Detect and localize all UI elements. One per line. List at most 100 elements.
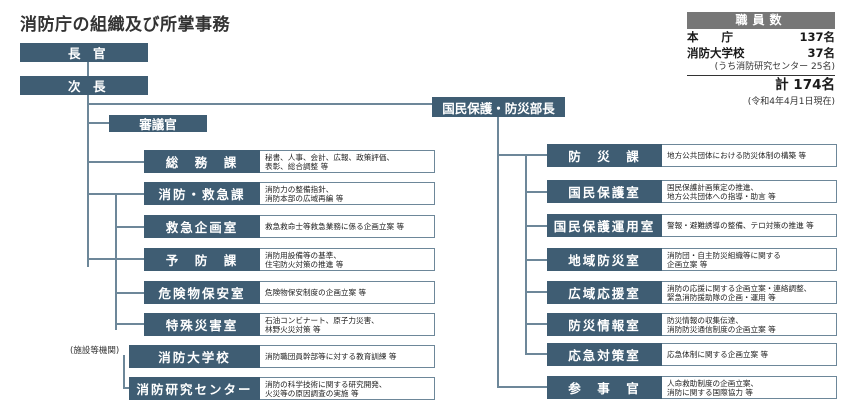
staff-as-of: (令和4年4月1日現在) (747, 97, 835, 107)
org-unit: 消防・救急課消防力の整備指針、消防本部の広域再編 等 (144, 182, 435, 205)
org-unit-name: 予 防 課 (144, 248, 260, 271)
org-unit: 地域防災室消防団・自主防災組織等に関する企画立案 等 (547, 248, 837, 271)
description-line: 消防職団員幹部等に対する教育訓練 等 (265, 352, 397, 361)
org-unit-name: 防災情報室 (547, 313, 662, 336)
connector-line (125, 387, 129, 389)
description-line: 緊急消防援助隊の企画・運用 等 (667, 292, 776, 302)
staff-row-honcho: 本 庁 137名 (687, 29, 835, 45)
counselor-label: 審議官 (139, 117, 177, 132)
org-unit-name: 参 事 官 (547, 376, 662, 399)
org-unit-name: 地域防災室 (547, 248, 662, 271)
org-unit-name: 消防・救急課 (144, 182, 260, 205)
org-unit: 危険物保安室危険物保安制度の企画立案 等 (144, 281, 435, 304)
org-unit-description: 人命救助制度の企画立案、消防に関する国際協力 等 (662, 376, 837, 399)
org-unit-description: 消防職団員幹部等に対する教育訓練 等 (260, 345, 435, 368)
description-line: 地方公共団体における防災体制の構築 等 (667, 151, 807, 160)
description-line: 消防の科学技術に関する研究開発、 (265, 379, 387, 389)
connector-line (527, 225, 547, 227)
connector-line (117, 292, 144, 294)
org-unit-description: 消防用設備等の基準、住宅防火対策の推進 等 (260, 248, 435, 271)
connector-line (527, 353, 547, 355)
staff-row-college: 消防大学校 37名 (687, 45, 835, 61)
description-line: 林野火災対策 等 (265, 324, 321, 334)
org-unit: 防災情報室防災情報の収集伝達、消防防災通信制度の企画立案 等 (547, 313, 837, 336)
org-unit-description: 秘書、人事、会計、広報、政策評価、表彰、総合調整 等 (260, 150, 435, 173)
org-unit-name: 危険物保安室 (144, 281, 260, 304)
counselor-box: 審議官 (109, 115, 207, 132)
description-line: 消防防災通信制度の企画立案 等 (667, 324, 776, 334)
staff-total: 計 174名 (775, 77, 835, 93)
org-unit: 国民保護運用室警報・避難誘導の整備、テロ対策の推進 等 (547, 214, 837, 237)
org-unit: 消防大学校消防職団員幹部等に対する教育訓練 等 (129, 345, 435, 368)
org-unit-name: 国民保護運用室 (547, 214, 662, 237)
deputy-chief-box: 次 長 (20, 76, 148, 95)
org-unit-description: 消防力の整備指針、消防本部の広域再編 等 (260, 182, 435, 205)
staff-row-value: 137名 (799, 30, 835, 44)
org-unit-name: 広域応援室 (547, 281, 662, 304)
description-line: 秘書、人事、会計、広報、政策評価、 (265, 152, 395, 162)
staff-row-label: 本 庁 (687, 30, 733, 44)
connector-line (497, 117, 499, 388)
connector-line (87, 43, 89, 267)
connector-line (527, 191, 547, 193)
description-line: 防災情報の収集伝達、 (667, 315, 743, 325)
description-line: 石油コンビナート、原子力災害、 (265, 315, 379, 325)
connector-line (527, 291, 547, 293)
org-unit-description: 救急救命士等救急業務に係る企画立案 等 (260, 215, 435, 238)
description-line: 救急救命士等救急業務に係る企画立案 等 (265, 222, 405, 231)
staff-divider (687, 75, 835, 76)
org-unit-name: 応急対策室 (547, 343, 662, 366)
org-unit: 総 務 課秘書、人事、会計、広報、政策評価、表彰、総合調整 等 (144, 150, 435, 173)
description-line: 表彰、総合調整 等 (265, 161, 329, 171)
page-title: 消防庁の組織及び所掌事務 (20, 15, 230, 35)
connector-line (117, 323, 144, 325)
org-unit-name: 防 災 課 (547, 144, 662, 167)
org-unit-name: 救急企画室 (144, 215, 260, 238)
org-unit-description: 警報・避難誘導の整備、テロ対策の推進 等 (662, 214, 837, 237)
org-unit-description: 国民保護計画策定の推進、地方公共団体への指導・助言 等 (662, 180, 837, 203)
connector-line (89, 161, 144, 163)
org-unit: 国民保護室国民保護計画策定の推進、地方公共団体への指導・助言 等 (547, 180, 837, 203)
connector-line (527, 259, 547, 261)
description-line: 危険物保安制度の企画立案 等 (265, 288, 367, 297)
staff-row-label: 消防大学校 (687, 46, 745, 60)
deputy-chief-label: 次 長 (68, 79, 106, 94)
connector-line (527, 323, 547, 325)
description-line: 消防に関する国際協力 等 (667, 387, 753, 397)
connector-line (117, 226, 144, 228)
connector-line (89, 122, 109, 124)
org-unit: 救急企画室救急救命士等救急業務に係る企画立案 等 (144, 215, 435, 238)
connector-line (525, 156, 527, 355)
description-line: 企画立案 等 (667, 259, 708, 269)
org-unit-description: 危険物保安制度の企画立案 等 (260, 281, 435, 304)
description-line: 応急体制に関する企画立案 等 (667, 350, 769, 359)
org-unit-name: 特殊災害室 (144, 313, 260, 336)
org-unit: 広域応援室消防の応援に関する企画立案・連絡調整、緊急消防援助隊の企画・運用 等 (547, 281, 837, 304)
description-line: 住宅防火対策の推進 等 (265, 259, 344, 269)
description-line: 消防の応援に関する企画立案・連絡調整、 (667, 283, 812, 293)
org-unit-description: 防災情報の収集伝達、消防防災通信制度の企画立案 等 (662, 313, 837, 336)
org-unit-name: 国民保護室 (547, 180, 662, 203)
facility-label: (施設等機関) (70, 346, 120, 356)
connector-line (499, 386, 547, 388)
chief-label: 長 官 (68, 46, 106, 61)
org-unit-description: 消防の科学技術に関する研究開発、火災等の原因調査の実施 等 (260, 377, 435, 400)
description-line: 警報・避難誘導の整備、テロ対策の推進 等 (667, 221, 814, 230)
org-unit-description: 応急体制に関する企画立案 等 (662, 343, 837, 366)
org-unit: 参 事 官人命救助制度の企画立案、消防に関する国際協力 等 (547, 376, 837, 399)
description-line: 消防本部の広域再編 等 (265, 193, 344, 203)
connector-line (89, 103, 432, 105)
org-unit-description: 消防団・自主防災組織等に関する企画立案 等 (662, 248, 837, 271)
director-general-label: 国民保護・防災部長 (442, 100, 555, 116)
description-line: 消防用設備等の基準、 (265, 250, 341, 260)
org-unit-name: 消防研究センター (129, 377, 260, 400)
staff-note: (うち消防研究センター 25名) (714, 62, 835, 72)
org-unit: 特殊災害室石油コンビナート、原子力災害、林野火災対策 等 (144, 313, 435, 336)
description-line: 地方公共団体への指導・助言 等 (667, 191, 776, 201)
chief-box: 長 官 (20, 43, 148, 62)
director-general-box: 国民保護・防災部長 (432, 97, 565, 117)
org-unit-description: 地方公共団体における防災体制の構築 等 (662, 144, 837, 167)
connector-line (115, 195, 117, 330)
connector-line (89, 193, 144, 195)
staff-row-value: 37名 (807, 46, 835, 60)
